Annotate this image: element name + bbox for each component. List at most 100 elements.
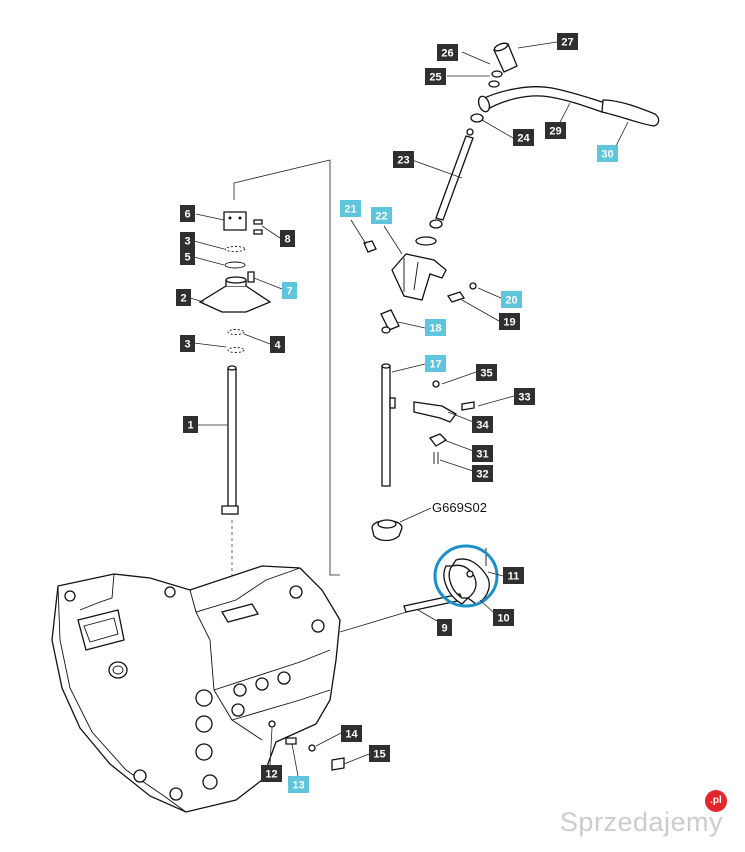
callout-12: 12 <box>261 765 282 782</box>
callout-box <box>503 567 524 584</box>
callout-box <box>513 129 534 146</box>
callout-35: 35 <box>476 364 497 381</box>
callout-17: 17 <box>425 355 446 372</box>
callout-number: 26 <box>441 48 453 60</box>
drawing-code: G669S02 <box>432 500 487 515</box>
callout-15: 15 <box>369 745 390 762</box>
callout-box <box>472 416 493 433</box>
callout-box <box>270 336 285 353</box>
callout-number: 25 <box>429 72 441 84</box>
callout-19: 19 <box>499 313 520 330</box>
callout-number: 35 <box>480 368 492 380</box>
callout-3b: 3 <box>180 335 195 352</box>
callout-box <box>341 725 362 742</box>
callout-11: 11 <box>503 567 524 584</box>
callout-box <box>499 313 520 330</box>
callout-10: 10 <box>493 609 514 626</box>
callout-box <box>545 122 566 139</box>
callout-number: 32 <box>476 469 488 481</box>
callout-20: 20 <box>501 291 522 308</box>
callout-30: 30 <box>597 145 618 162</box>
callout-box <box>437 619 452 636</box>
callout-number: 7 <box>286 286 292 298</box>
callout-box <box>425 319 446 336</box>
watermark-text: Sprzedajemy <box>559 807 723 837</box>
callout-7: 7 <box>282 282 297 299</box>
callout-box <box>597 145 618 162</box>
callout-number: 11 <box>508 571 520 583</box>
callout-number: 17 <box>429 359 441 371</box>
callout-34: 34 <box>472 416 493 433</box>
callout-6: 6 <box>180 205 195 222</box>
callout-box <box>493 609 514 626</box>
callout-5: 5 <box>180 248 195 265</box>
callout-box <box>261 765 282 782</box>
callout-number: 2 <box>180 293 186 305</box>
callout-27: 27 <box>557 33 578 50</box>
callout-box <box>437 44 458 61</box>
callout-22: 22 <box>371 207 392 224</box>
callout-box <box>288 776 309 793</box>
callout-number: 3 <box>184 339 190 351</box>
callout-23: 23 <box>393 151 414 168</box>
callout-box <box>369 745 390 762</box>
transmission-housing <box>51 565 345 813</box>
callout-box <box>472 445 493 462</box>
callout-13: 13 <box>288 776 309 793</box>
callout-number: 31 <box>476 449 488 461</box>
callout-number: 20 <box>505 295 517 307</box>
callout-9: 9 <box>437 619 452 636</box>
shift-fork-assembly <box>403 544 499 613</box>
callout-26: 26 <box>437 44 458 61</box>
callout-box <box>425 355 446 372</box>
callout-32: 32 <box>472 465 493 482</box>
callout-24: 24 <box>513 129 534 146</box>
callout-box <box>280 230 295 247</box>
callout-33: 33 <box>514 388 535 405</box>
callout-4: 4 <box>270 336 285 353</box>
callout-box <box>176 289 191 306</box>
callout-number: 3 <box>184 236 190 248</box>
callout-number: 9 <box>441 623 447 635</box>
callout-14: 14 <box>341 725 362 742</box>
callout-number: 8 <box>284 234 290 246</box>
selector-shaft-assembly <box>198 211 272 515</box>
callout-number: 13 <box>292 780 304 792</box>
callout-number: 27 <box>561 37 573 49</box>
callout-8: 8 <box>280 230 295 247</box>
callout-31: 31 <box>472 445 493 462</box>
callout-box <box>180 205 195 222</box>
callout-number: 19 <box>503 317 515 329</box>
callout-number: 24 <box>517 133 530 145</box>
callout-box <box>393 151 414 168</box>
callout-box <box>557 33 578 50</box>
callout-number: 21 <box>344 204 356 216</box>
callout-number: 14 <box>345 729 358 741</box>
callout-box <box>180 248 195 265</box>
callout-box <box>476 364 497 381</box>
callout-29: 29 <box>545 122 566 139</box>
callout-number: 12 <box>265 769 277 781</box>
callout-number: 33 <box>518 392 530 404</box>
callout-number: 34 <box>476 420 489 432</box>
callout-box <box>180 335 195 352</box>
callout-number: 23 <box>397 155 409 167</box>
callout-number: 22 <box>375 211 387 223</box>
callout-box <box>180 232 195 249</box>
callout-1: 1 <box>183 416 198 433</box>
gear-lever-assembly <box>363 42 660 542</box>
callout-number: 15 <box>373 749 385 761</box>
highlight-ring <box>433 544 499 608</box>
callout-box <box>340 200 361 217</box>
callout-box <box>183 416 198 433</box>
callout-box <box>501 291 522 308</box>
callout-3a: 3 <box>180 232 195 249</box>
callout-box <box>514 388 535 405</box>
callout-21: 21 <box>340 200 361 217</box>
callout-number: 5 <box>184 252 190 264</box>
callout-number: 10 <box>497 613 509 625</box>
callout-box <box>371 207 392 224</box>
callout-number: 6 <box>184 209 190 221</box>
